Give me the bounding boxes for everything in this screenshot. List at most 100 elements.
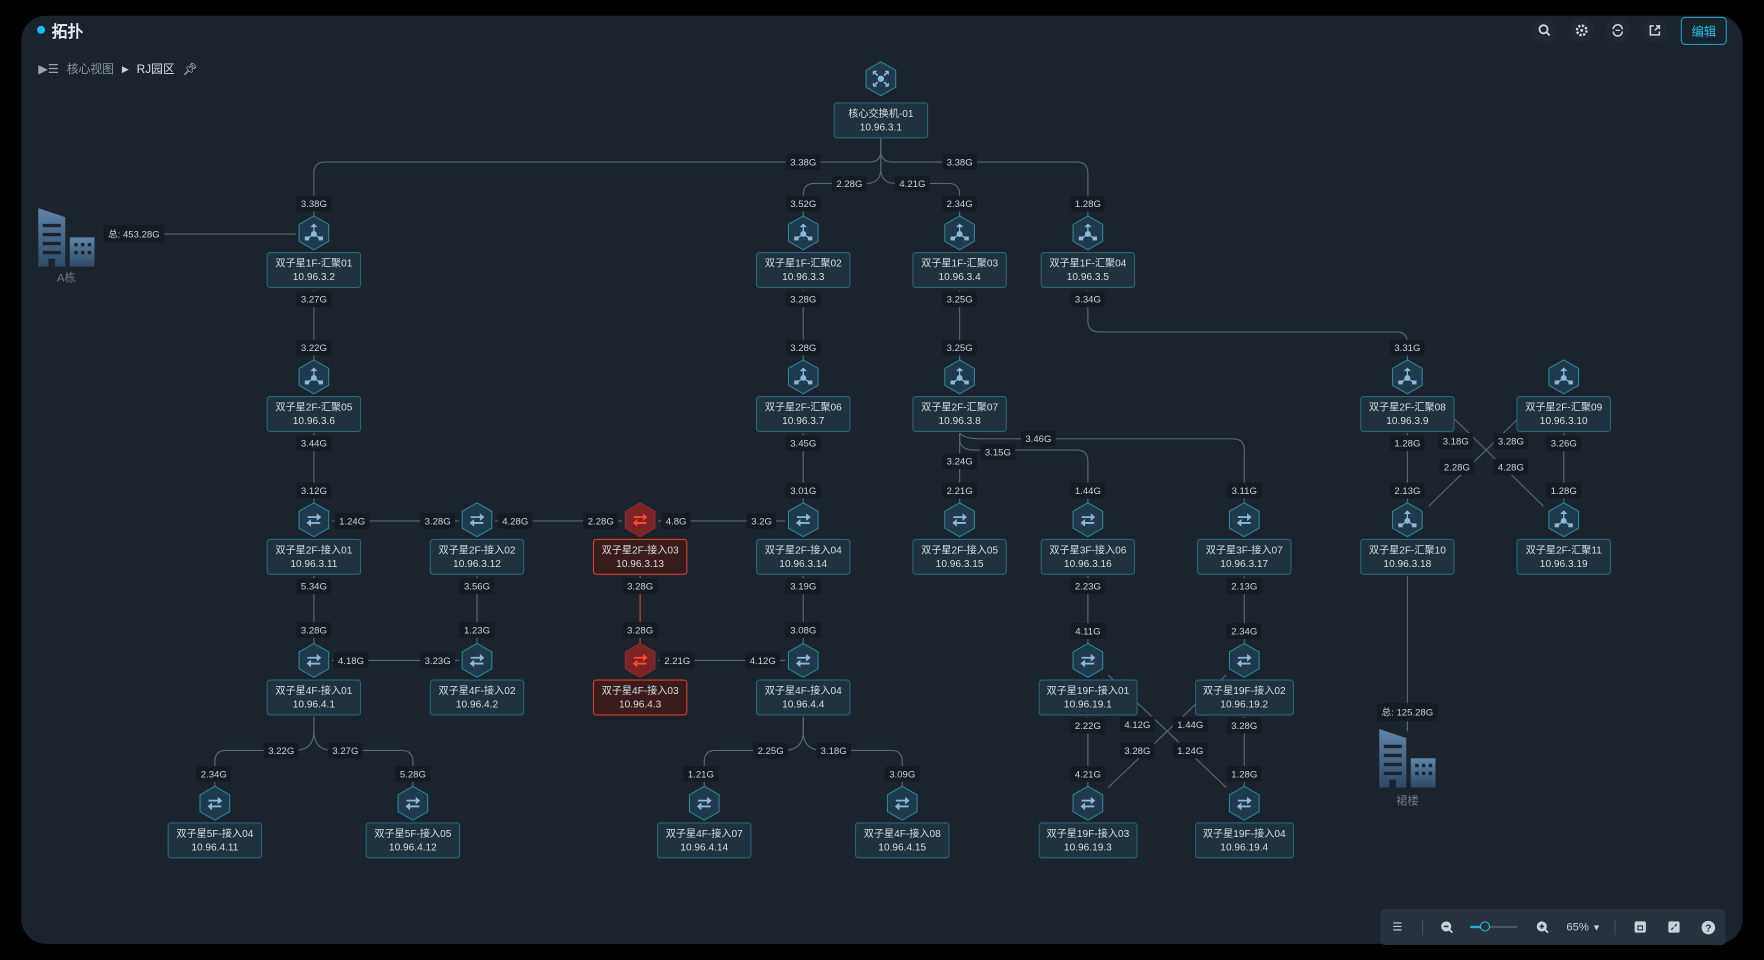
switch-icon[interactable] (942, 501, 978, 539)
switch-icon[interactable] (395, 784, 431, 822)
aggregation-switch-icon[interactable] (1389, 358, 1425, 396)
switch-icon[interactable] (1070, 784, 1106, 822)
pin-icon[interactable]: 📌︎ (182, 63, 198, 77)
zoom-slider[interactable] (1470, 921, 1519, 932)
switch-icon[interactable] (1226, 784, 1262, 822)
aggregation-switch-icon[interactable] (785, 358, 821, 396)
link-bandwidth-label: 2.25G (753, 742, 789, 759)
switch-icon[interactable] (884, 784, 920, 822)
device-ip: 10.96.3.12 (453, 558, 501, 570)
aggregation-switch-icon[interactable] (942, 358, 978, 396)
switch-icon[interactable] (197, 784, 233, 822)
link-line[interactable] (1087, 290, 1408, 362)
link-line[interactable] (313, 135, 882, 220)
switch-icon[interactable] (1070, 641, 1106, 679)
zoom-level-select[interactable]: 65% ▼ (1566, 921, 1601, 933)
link-line[interactable] (802, 716, 903, 788)
search-icon[interactable] (1532, 18, 1557, 43)
device-ip: 10.96.3.7 (782, 415, 825, 427)
core-switch-icon[interactable] (863, 60, 899, 98)
breadcrumb-item-core-view[interactable]: 核心视图 (66, 63, 114, 77)
device-ip: 10.96.3.4 (938, 271, 981, 283)
building-icon[interactable] (36, 206, 97, 269)
link-bandwidth-label: 3.34G (1070, 291, 1106, 308)
aggregation-switch-icon[interactable] (296, 214, 332, 252)
zoom-slider-handle[interactable] (1480, 921, 1491, 932)
edit-button[interactable]: 编辑 (1680, 16, 1727, 45)
export-icon[interactable] (1642, 18, 1668, 43)
refresh-icon[interactable] (1605, 18, 1631, 43)
aggregation-switch-icon[interactable] (296, 358, 332, 396)
link-line[interactable] (313, 716, 414, 788)
zoom-out-icon[interactable] (1437, 917, 1457, 937)
device-name: 双子星2F-汇聚08 (1368, 401, 1446, 413)
fit-view-icon[interactable] (1630, 917, 1650, 937)
link-bandwidth-label: 3.24G (942, 453, 978, 470)
fullscreen-icon[interactable] (1664, 917, 1684, 937)
switch-icon[interactable] (459, 501, 495, 539)
zoom-in-icon[interactable] (1532, 917, 1552, 937)
link-bandwidth-label: 3.38G (942, 154, 978, 170)
link-line[interactable] (703, 716, 804, 788)
link-line[interactable] (214, 716, 315, 788)
switch-icon[interactable] (785, 501, 821, 539)
switch-icon[interactable] (1226, 501, 1262, 539)
switch-icon[interactable] (1226, 641, 1262, 679)
switch-icon[interactable] (1070, 501, 1106, 539)
link-line[interactable] (959, 432, 1245, 504)
legend-toggle-icon[interactable]: ☰ (1392, 920, 1403, 934)
breadcrumb-item-rj-campus[interactable]: RJ园区 (136, 63, 175, 77)
switch-icon[interactable] (686, 784, 722, 822)
aggregation-switch-icon[interactable] (942, 214, 978, 252)
building-icon[interactable] (1377, 727, 1438, 790)
link-line[interactable] (959, 433, 1089, 504)
aggregation-switch-icon[interactable] (1546, 501, 1582, 539)
help-icon[interactable]: ? (1698, 917, 1718, 937)
aggregation-switch-icon[interactable] (1546, 358, 1582, 396)
gear-icon[interactable] (1569, 18, 1595, 43)
tree-toggle-icon[interactable]: ▶☰ (38, 63, 59, 77)
alarm-switch-icon[interactable] (622, 641, 658, 679)
switch-icon[interactable] (296, 501, 332, 539)
link-line[interactable] (880, 135, 1089, 218)
aggregation-switch-icon[interactable] (1389, 501, 1425, 539)
building-total-label: 总: 125.28G (1377, 703, 1438, 722)
aggregation-switch-icon[interactable] (785, 214, 821, 252)
alarm-switch-icon[interactable] (622, 501, 658, 539)
switch-icon[interactable] (296, 641, 332, 679)
aggregation-switch-icon[interactable] (1070, 214, 1106, 252)
switch-icon[interactable] (459, 641, 495, 679)
switch-icon[interactable] (785, 641, 821, 679)
